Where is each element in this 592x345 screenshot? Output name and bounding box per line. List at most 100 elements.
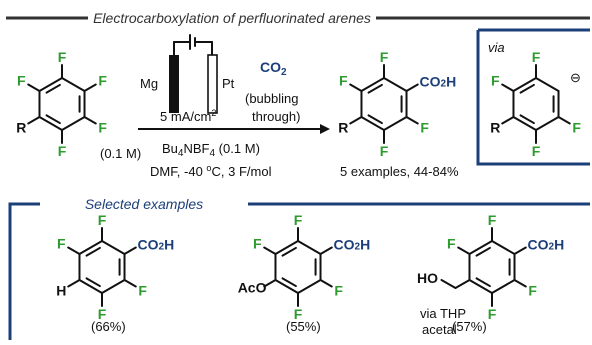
example-1-double-bond — [85, 277, 101, 288]
solvent-condition: DMF, -40 oC, 3 F/mol — [150, 163, 272, 179]
co2-label: CO2 — [260, 59, 287, 78]
example-1-ring-bond — [101, 279, 126, 294]
intermediate-sub-bond — [501, 116, 515, 125]
molecule-layer: FFFFRFFCO2HFFRFFFFRFFCO2HFFHFFCO2HFFAcOF… — [16, 49, 581, 322]
product-ring-bond — [360, 77, 385, 92]
reactant-ring-bond — [38, 116, 63, 131]
reactant-f-bottom: F — [58, 143, 67, 159]
example-1-co2h: CO2H — [138, 237, 175, 253]
reactant-f-top: F — [58, 49, 67, 65]
example-2-yield: (55%) — [286, 319, 321, 334]
reactant-sub-bond — [27, 116, 41, 125]
reactant-ring-bond — [38, 77, 63, 92]
example-3-note-line1: via THP — [420, 306, 466, 321]
intermediate-box — [476, 30, 590, 166]
intermediate-r-group: R — [490, 120, 500, 136]
reactant-r-group: R — [16, 120, 26, 136]
through-note: through) — [252, 109, 300, 124]
example-1-double-bond — [85, 246, 101, 257]
example-3-f-top: F — [488, 212, 497, 228]
example-3-oh-bond — [440, 279, 457, 289]
example-3-ring-bond — [468, 279, 493, 294]
example-3-f-bottom: F — [488, 306, 497, 322]
intermediate-ring-bond — [535, 77, 560, 92]
example-2-f-top: F — [294, 212, 303, 228]
product-f-upper-left: F — [339, 73, 348, 89]
reactant-double-bond — [45, 114, 61, 125]
example-1-sub-bond — [67, 279, 81, 288]
example-3-co2h: CO2H — [528, 237, 565, 253]
reactant-ring-bond — [61, 77, 86, 92]
anode-electrode — [169, 55, 179, 113]
example-2-ring-bond — [274, 240, 299, 255]
product-sub-bond — [405, 83, 419, 92]
intermediate-ring-bond — [535, 116, 560, 131]
current-density: 5 mA/cm2 — [160, 108, 216, 124]
intermediate-f-top: F — [532, 49, 541, 65]
example-2-f-lower-right: F — [334, 283, 343, 299]
example-1-sub-bond — [67, 246, 81, 255]
example-2-ring-bond — [297, 279, 322, 294]
product-sub-bond — [349, 116, 363, 125]
example-2-f-upper-left: F — [253, 236, 262, 252]
reaction-arrow — [138, 124, 330, 134]
reactant-sub-bond — [27, 83, 41, 92]
reactant-sub-bond — [83, 116, 97, 125]
product-f-lower-right: F — [420, 120, 429, 136]
example-1-f-bottom: F — [98, 306, 107, 322]
example-2-sub-bond — [263, 279, 277, 288]
example-1-yield: (66%) — [91, 319, 126, 334]
product-double-bond — [367, 114, 383, 125]
example-1-h: H — [56, 283, 66, 299]
intermediate-sub-bond — [557, 116, 571, 125]
product-f-top: F — [380, 49, 389, 65]
example-3-ring-bond — [491, 279, 516, 294]
product-r-group: R — [338, 120, 348, 136]
reactant-f-upper-left: F — [17, 73, 26, 89]
example-3-f-upper-left: F — [447, 236, 456, 252]
reactant-ring-bond — [61, 116, 86, 131]
product-ring-bond — [383, 77, 408, 92]
reactant-double-bond — [45, 83, 61, 94]
product-sub-bond — [349, 83, 363, 92]
product-summary: 5 examples, 44-84% — [340, 164, 459, 179]
product-ring-bond — [383, 116, 408, 131]
example-3-sub-bond — [513, 246, 527, 255]
intermediate-f-lower-right: F — [572, 120, 581, 136]
example-1-f-upper-left: F — [57, 236, 66, 252]
example-3-sub-bond — [457, 246, 471, 255]
example-2-sub-bond — [319, 279, 333, 288]
example-3-ring-bond — [468, 240, 493, 255]
example-2-aco: AcO — [238, 280, 267, 296]
example-1-f-top: F — [98, 212, 107, 228]
example-3-ho: HO — [417, 270, 438, 286]
electrochemical-cell-icon — [169, 34, 218, 114]
example-2-ring-bond — [274, 279, 299, 294]
example-3-note-line2: acetal — [422, 322, 457, 337]
example-2-f-bottom: F — [294, 306, 303, 322]
product-sub-bond — [405, 116, 419, 125]
example-1-sub-bond — [123, 246, 137, 255]
product-double-bond — [367, 83, 383, 94]
example-2-sub-bond — [319, 246, 333, 255]
intermediate-double-bond — [519, 83, 535, 94]
example-3-sub-bond — [513, 279, 527, 288]
example-1-sub-bond — [123, 279, 137, 288]
cathode-electrode — [207, 54, 218, 114]
intermediate-f-upper-left: F — [491, 73, 500, 89]
via-label: via — [488, 40, 505, 55]
anion-charge: ⊖ — [570, 70, 581, 85]
example-3-double-bond — [475, 246, 491, 257]
product-f-bottom: F — [380, 143, 389, 159]
example-2-double-bond — [281, 246, 297, 257]
scheme-title: Electrocarboxylation of perfluorinated a… — [93, 10, 371, 26]
bubbling-note: (bubbling — [245, 91, 299, 106]
examples-frame — [8, 202, 40, 340]
example-2-double-bond — [281, 277, 297, 288]
example-3-ch2-bond — [454, 279, 471, 289]
reactant-sub-bond — [83, 83, 97, 92]
example-1-f-lower-right: F — [138, 283, 147, 299]
intermediate-ring-bond — [512, 77, 537, 92]
example-1-ring-bond — [78, 279, 103, 294]
